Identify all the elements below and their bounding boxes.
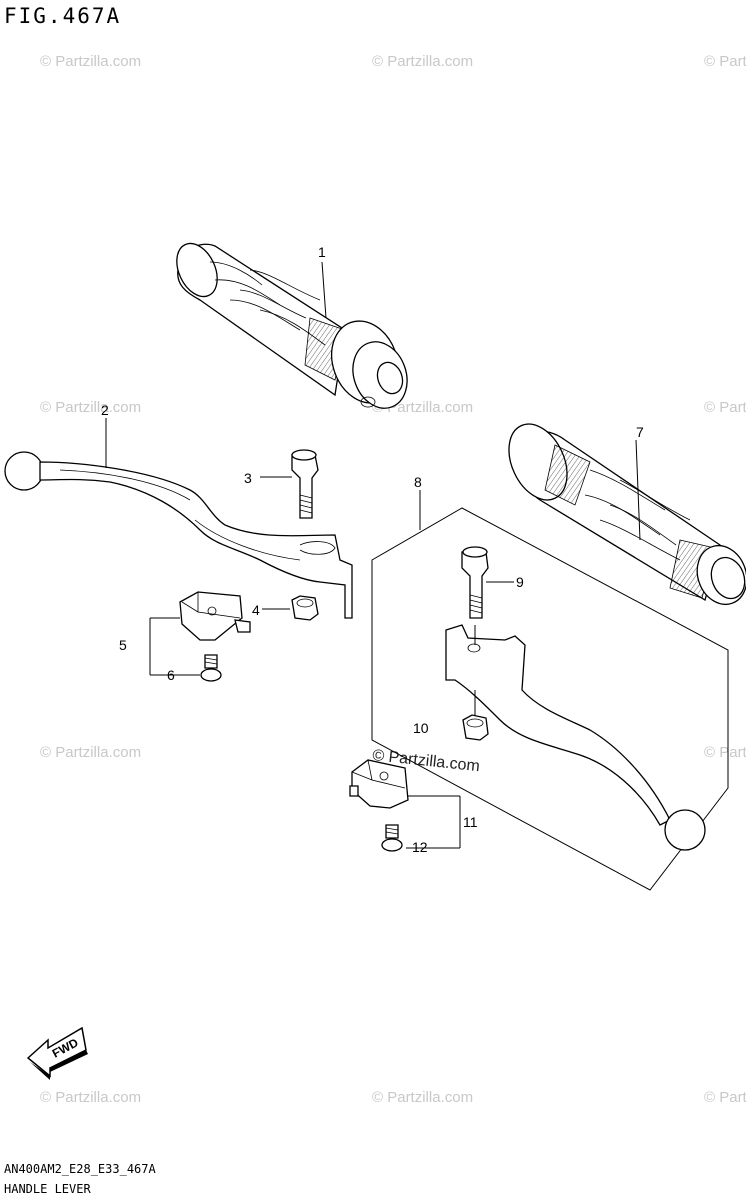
figure-title: FIG.467A [4, 4, 122, 28]
watermark: © Partzilla.com [40, 399, 141, 416]
part-2-lever-left [4, 451, 353, 619]
callout-7: 7 [636, 424, 644, 440]
part-11-switch-right [349, 759, 409, 809]
watermarks: © Partzilla.com © Partzilla.com © Partzi… [40, 53, 746, 1106]
part-5-switch-left [179, 591, 251, 641]
part-7-grip-right [508, 423, 746, 606]
part-3-bolt [291, 449, 319, 519]
leader-lines [105, 261, 641, 849]
callout-3: 3 [244, 470, 252, 486]
watermark: © Partzilla.com [372, 53, 473, 70]
watermark: © Partzilla.com [40, 53, 141, 70]
figure-code: AN400AM2_E28_E33_467A [4, 1162, 156, 1176]
watermark: © Partzilla.com [704, 53, 746, 70]
callout-4: 4 [252, 602, 260, 618]
part-6-screw [200, 654, 222, 682]
figure-name: HANDLE LEVER [4, 1182, 91, 1196]
part-1-grip-left [176, 242, 408, 409]
callout-12: 12 [412, 839, 428, 855]
callout-5: 5 [119, 637, 127, 653]
callout-6: 6 [167, 667, 175, 683]
callouts: 1 2 3 4 5 6 7 8 9 10 11 12 [101, 244, 644, 855]
callout-8: 8 [414, 474, 422, 490]
fwd-arrow-icon: FWD [26, 1026, 88, 1080]
part-10-nut [462, 714, 489, 741]
callout-1: 1 [318, 244, 326, 260]
callout-11: 11 [463, 814, 478, 830]
watermark: © Partzilla.com [40, 744, 141, 761]
callout-10: 10 [413, 720, 429, 736]
watermark: © Partzilla.com [704, 399, 746, 416]
part-lever-right [445, 624, 706, 851]
part-8-group-outline [371, 507, 729, 891]
watermark: © Partzilla.com [372, 1089, 473, 1106]
watermark: © Partzilla.com [704, 1089, 746, 1106]
callout-9: 9 [516, 574, 524, 590]
watermark: © Partzilla.com [704, 744, 746, 761]
part-12-screw [381, 824, 403, 852]
callout-2: 2 [101, 402, 109, 418]
part-4-nut [291, 595, 319, 621]
part-9-bolt [461, 546, 489, 619]
watermark: © Partzilla.com [40, 1089, 141, 1106]
